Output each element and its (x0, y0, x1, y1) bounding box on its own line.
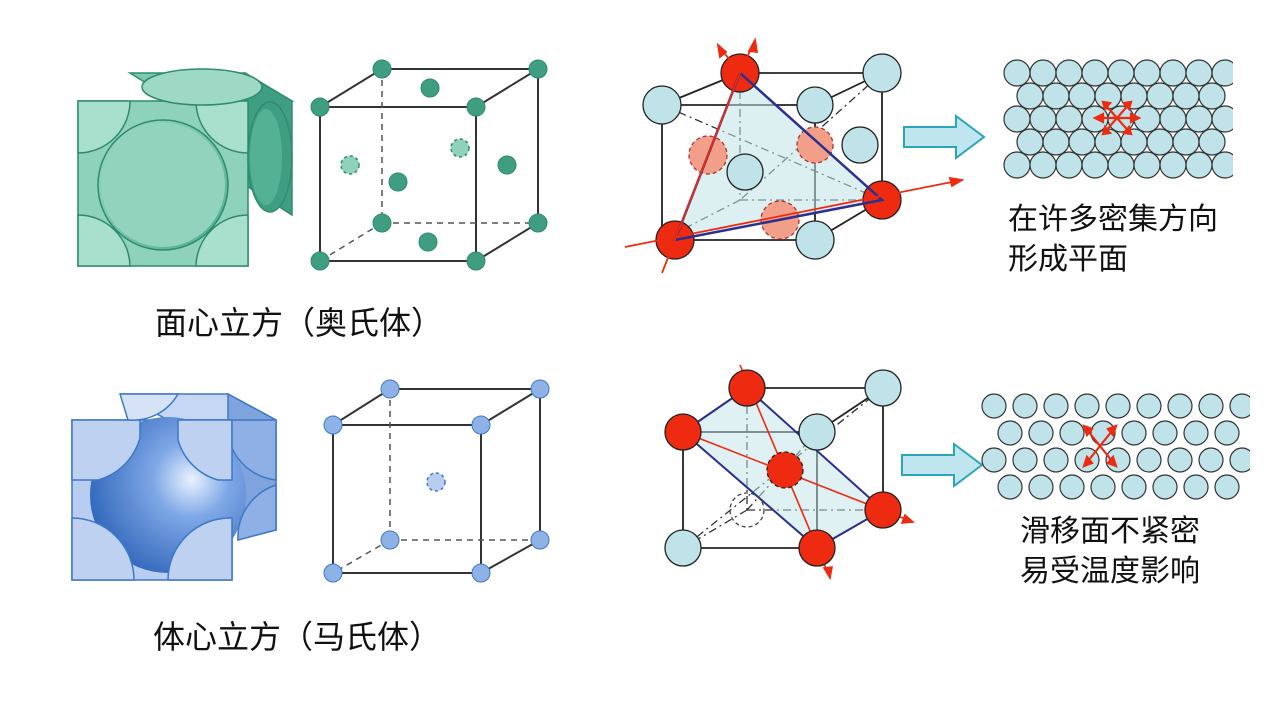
atom (1059, 420, 1085, 446)
bcc-loose-layer (980, 390, 1250, 505)
atom (1043, 447, 1069, 473)
atom (1185, 105, 1213, 133)
bcc-note: 滑移面不紧密 易受温度影响 (1020, 512, 1200, 592)
atom (1029, 105, 1057, 133)
atom (1029, 59, 1057, 87)
atom (1146, 82, 1174, 110)
atom (1059, 474, 1085, 500)
atom (1003, 105, 1031, 133)
atom (1016, 128, 1044, 156)
atom (1121, 420, 1147, 446)
atom (1105, 447, 1131, 473)
atom (1167, 447, 1193, 473)
atom (1107, 151, 1135, 179)
atom (1068, 82, 1096, 110)
atom (1090, 474, 1116, 500)
atom (1012, 393, 1038, 419)
atom (1012, 447, 1038, 473)
atom (1229, 447, 1250, 473)
atom (1042, 82, 1070, 110)
fcc-slip-plane-diagram (620, 35, 980, 285)
atom (1214, 474, 1240, 500)
atom (1198, 128, 1226, 156)
atom (1029, 151, 1057, 179)
atom (1152, 420, 1178, 446)
atom (1183, 420, 1209, 446)
atom (1133, 151, 1161, 179)
atom (1159, 151, 1187, 179)
atom (1159, 59, 1187, 87)
bcc-note-line2: 易受温度影响 (1020, 554, 1200, 589)
atom (1003, 151, 1031, 179)
bcc-caption: 体心立方（马氏体） (153, 618, 442, 656)
atom (1167, 393, 1193, 419)
atom (1211, 59, 1233, 87)
atom (1198, 82, 1226, 110)
atom (1003, 59, 1031, 87)
atom (1136, 393, 1162, 419)
atom (1105, 393, 1131, 419)
fcc-note-line2: 形成平面 (1008, 242, 1128, 277)
atom (997, 474, 1023, 500)
atom (1042, 128, 1070, 156)
atom (1055, 151, 1083, 179)
fcc-lattice-diagram (300, 55, 560, 275)
atom (1016, 82, 1044, 110)
atom (981, 393, 1007, 419)
atom (1214, 420, 1240, 446)
fcc-result-arrow (900, 112, 990, 162)
atom (1028, 474, 1054, 500)
atom (1074, 393, 1100, 419)
atom (1028, 420, 1054, 446)
atom (997, 420, 1023, 446)
bcc-lattice-diagram (318, 375, 558, 590)
atom (1198, 393, 1224, 419)
atom (1172, 82, 1200, 110)
atom (1159, 105, 1187, 133)
atom (1146, 128, 1174, 156)
fcc-caption: 面心立方（奥氏体） (155, 304, 444, 342)
atom (1081, 59, 1109, 87)
bcc-note-line1: 滑移面不紧密 (1020, 514, 1200, 549)
atom (1107, 59, 1135, 87)
atom (1081, 151, 1109, 179)
atom (1136, 447, 1162, 473)
atom (1211, 151, 1233, 179)
atom (981, 447, 1007, 473)
atom (1068, 128, 1096, 156)
atom (1121, 474, 1147, 500)
fcc-note-line1: 在许多密集方向 (1008, 202, 1218, 237)
atom (1055, 59, 1083, 87)
atom (1172, 128, 1200, 156)
atom (1198, 447, 1224, 473)
atom (1185, 59, 1213, 87)
atom (1133, 59, 1161, 87)
fcc-close-packed-layer (1003, 58, 1233, 188)
bcc-result-arrow (898, 440, 988, 490)
fcc-note: 在许多密集方向 形成平面 (1008, 200, 1218, 280)
fcc-sphere-model (70, 65, 300, 275)
bcc-sphere-model (68, 390, 283, 585)
bcc-slip-plane-diagram (645, 360, 925, 590)
atom (1211, 105, 1233, 133)
atom (1183, 474, 1209, 500)
atom (1152, 474, 1178, 500)
atom (1055, 105, 1083, 133)
atom (1043, 393, 1069, 419)
atom (1185, 151, 1213, 179)
atom (1229, 393, 1250, 419)
